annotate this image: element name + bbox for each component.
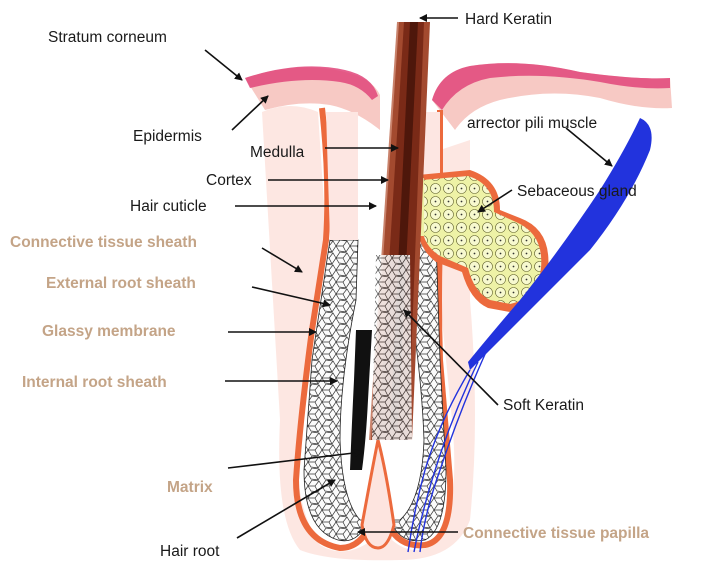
label-stratum-corneum: Stratum corneum (48, 29, 167, 46)
label-hard-keratin: Hard Keratin (465, 11, 552, 28)
arrow-stratum-corneum (205, 50, 242, 80)
label-sebaceous-gland: Sebaceous gland (517, 183, 637, 200)
upper-follicle (326, 112, 358, 240)
label-epidermis: Epidermis (133, 128, 202, 145)
label-hair-root: Hair root (160, 543, 220, 560)
label-hair-cuticle: Hair cuticle (130, 198, 207, 215)
label-soft-keratin: Soft Keratin (503, 397, 584, 414)
label-connective-tissue-sheath: Connective tissue sheath (10, 234, 197, 251)
label-external-root-sheath: External root sheath (46, 275, 196, 292)
label-matrix: Matrix (167, 479, 213, 496)
label-glassy-membrane: Glassy membrane (42, 323, 176, 340)
label-internal-root-sheath: Internal root sheath (22, 374, 167, 391)
label-medulla: Medulla (250, 144, 305, 161)
label-cortex: Cortex (206, 172, 252, 189)
label-arrector-pili-muscle: arrector pili muscle (467, 115, 597, 132)
soft-keratin-region (372, 255, 412, 440)
arrow-arrector-pili (566, 128, 612, 166)
label-connective-tissue-papilla: Connective tissue papilla (463, 525, 649, 542)
internal-root-sheath-shape (350, 330, 372, 470)
